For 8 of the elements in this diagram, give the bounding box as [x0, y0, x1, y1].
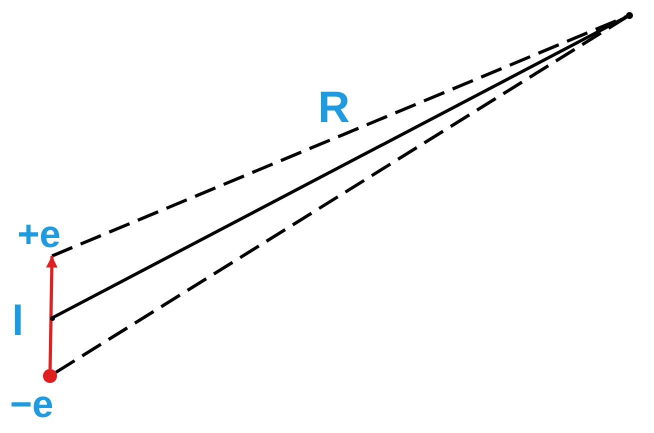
dipole-midpoint	[50, 316, 55, 321]
charge-label: −e	[10, 386, 54, 424]
arrow	[46, 256, 58, 370]
convergence-point	[626, 12, 633, 19]
edge-label: l	[12, 300, 24, 342]
charge-label: +e	[10, 214, 68, 256]
distance-label: R	[318, 86, 350, 130]
charge-dot	[43, 369, 57, 383]
